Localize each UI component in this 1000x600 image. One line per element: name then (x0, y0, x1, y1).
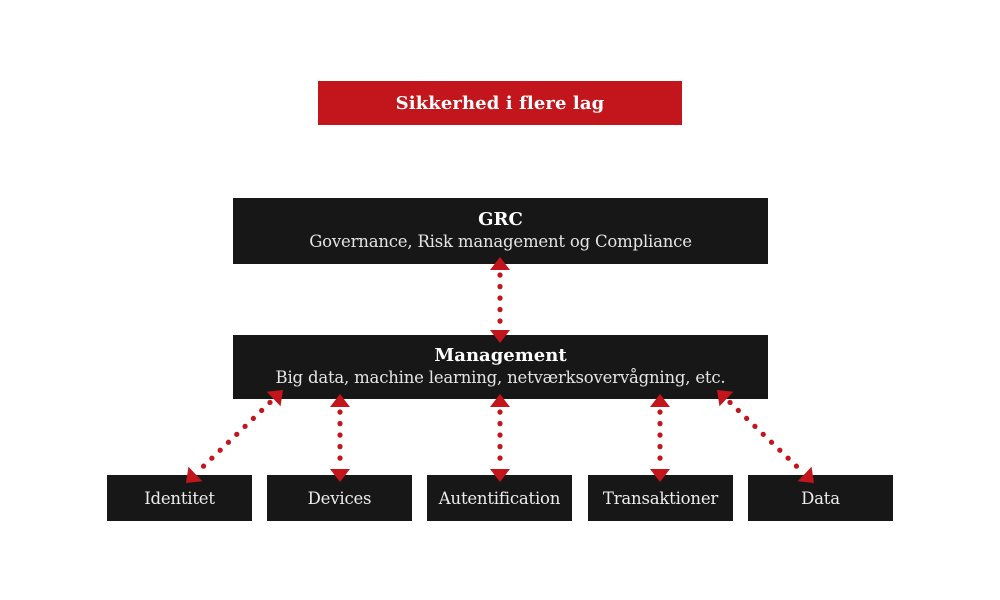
management-subtitle: Big data, machine learning, netværksover… (275, 368, 726, 388)
title-banner: Sikkerhed i flere lag (318, 81, 682, 125)
node-management: Management Big data, machine learning, n… (233, 335, 768, 399)
autentification-label: Autentification (438, 488, 561, 508)
data-label: Data (801, 488, 840, 508)
node-transaktioner: Transaktioner (588, 475, 733, 521)
devices-label: Devices (307, 488, 372, 508)
transaktioner-label: Transaktioner (602, 488, 719, 508)
node-autentification: Autentification (427, 475, 572, 521)
grc-title: GRC (478, 209, 523, 231)
edge-management-data (717, 390, 814, 483)
node-devices: Devices (267, 475, 412, 521)
node-grc: GRC Governance, Risk management og Compl… (233, 198, 768, 264)
diagram-title: Sikkerhed i flere lag (395, 92, 605, 114)
edge-management-autentification (490, 394, 510, 482)
edge-management-devices (330, 394, 350, 482)
edge-grc-management (490, 257, 510, 343)
edge-management-identitet (186, 390, 283, 483)
node-data: Data (748, 475, 893, 521)
identitet-label: Identitet (144, 488, 215, 508)
node-identitet: Identitet (107, 475, 252, 521)
management-title: Management (434, 345, 567, 367)
edge-management-transaktioner (650, 394, 670, 482)
grc-subtitle: Governance, Risk management og Complianc… (309, 232, 692, 252)
